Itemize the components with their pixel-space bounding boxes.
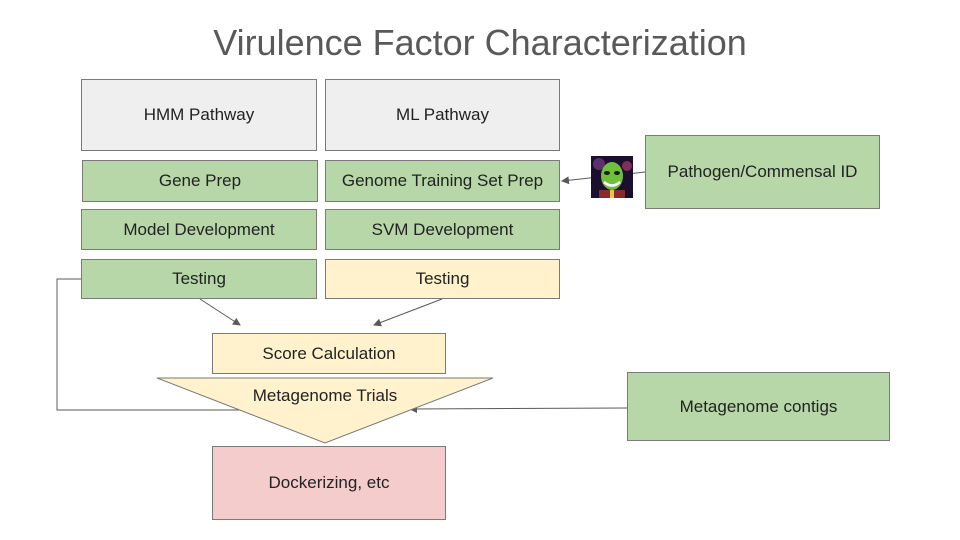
metagenome-trials-label: Metagenome Trials (245, 385, 405, 407)
diagram-title: Virulence Factor Characterization (213, 22, 747, 63)
metagenome-trials-triangle (156, 377, 494, 444)
metagenome-trials-text: Metagenome Trials (252, 386, 398, 405)
genome-training-set-prep-box: Genome Training Set Prep (325, 160, 560, 202)
gene-prep-box: Gene Prep (82, 160, 318, 202)
hmm-testing-box: Testing (81, 259, 317, 299)
svm-development-box: SVM Development (325, 209, 560, 250)
green-mask-face-image (591, 156, 633, 198)
dockerizing-box: Dockerizing, etc (212, 446, 446, 520)
hmm-pathway-header: HMM Pathway (81, 79, 317, 151)
arrow-hmm-testing-to-score (199, 298, 241, 326)
ml-pathway-header: ML Pathway (325, 79, 560, 151)
pathogen-commensal-id-box: Pathogen/Commensal ID (645, 135, 880, 209)
model-development-box: Model Development (81, 209, 317, 250)
arrow-contigs-to-trials (409, 404, 628, 413)
genome-training-set-prep-label: Genome Training Set Prep (341, 171, 544, 191)
score-calculation-box: Score Calculation (212, 333, 446, 374)
arrow-ml-testing-to-score (373, 298, 443, 327)
metagenome-contigs-box: Metagenome contigs (627, 372, 890, 441)
ml-testing-box: Testing (325, 259, 560, 299)
line-hmm-testing-to-trials (56, 278, 257, 411)
